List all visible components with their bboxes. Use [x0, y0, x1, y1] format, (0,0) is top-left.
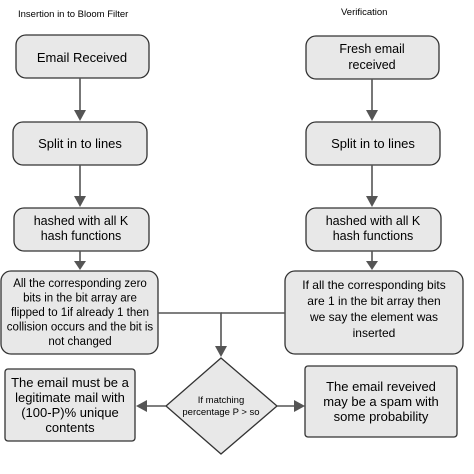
- bit-flip-node: All the corresponding zero bits in the bi…: [0, 270, 159, 355]
- connector-left-to-decision: [158, 312, 222, 348]
- decision-label-line-2: percentage P > so: [182, 407, 259, 418]
- email-received-node: Email Received: [15, 34, 150, 79]
- bit-check-label-line-3: we say the element was: [309, 310, 438, 324]
- split-lines-label-right-line-1: Split in to lines: [331, 136, 415, 151]
- split-lines-label-left: Split in to lines: [38, 136, 122, 151]
- hashed-label-right-line-2: hash functions: [333, 229, 414, 243]
- verification-header: Verification: [341, 7, 387, 18]
- arrowhead-2-right: [366, 196, 378, 207]
- bit-flip-label-line-4: collision occurs and the bit is: [7, 322, 154, 334]
- bit-check-label-line-2: are 1 in the bit array then: [307, 294, 440, 308]
- arrowhead-to-spam: [294, 400, 305, 412]
- insertion-header: Insertion in to Bloom Filter: [18, 9, 128, 20]
- bit-flip-label-line-2: bits in the bit array are: [23, 293, 137, 305]
- spam-outcome-label-line-3: some probability: [334, 409, 429, 424]
- hashed-label-left-line-2: hash functions: [41, 229, 122, 243]
- legitimate-outcome-label-line-4: contents: [45, 420, 95, 435]
- arrowhead-3-right: [366, 261, 378, 270]
- split-lines-label-left-line-1: Split in to lines: [38, 136, 122, 151]
- bit-flip-label-line-3: flipped to 1if already 1 then: [11, 307, 149, 319]
- bit-flip-label-line-1: All the corresponding zero: [13, 278, 147, 290]
- legitimate-outcome-label-line-3: (100-P)% unique: [21, 405, 119, 420]
- arrowhead-to-legitimate: [136, 400, 147, 412]
- arrowhead-3-left: [74, 261, 86, 270]
- split-lines-node-right: Split in to lines: [305, 121, 441, 166]
- spam-outcome-label-line-2: may be a spam with: [323, 394, 439, 409]
- bit-check-label-line-1: If all the corresponding bits: [302, 278, 445, 292]
- spam-outcome-label-line-1: The email reveived: [326, 379, 436, 394]
- legitimate-outcome-label-line-2: legitimate mail with: [15, 390, 125, 405]
- email-received-label-line-1: Email Received: [37, 50, 127, 65]
- arrowhead-1-left: [74, 110, 86, 121]
- decision-label-line-1: If matching: [198, 395, 244, 406]
- split-lines-node-left: Split in to lines: [12, 121, 148, 166]
- bit-flip-label-line-5: not changed: [48, 336, 111, 348]
- legitimate-outcome-label-line-1: The email must be a: [11, 375, 130, 390]
- arrowhead-into-decision: [215, 346, 227, 357]
- email-received-label: Email Received: [37, 50, 127, 65]
- bit-flip-label: All the corresponding zero bits in the bi…: [7, 278, 154, 348]
- arrowhead-2-left: [74, 196, 86, 207]
- fresh-email-label: Fresh email received: [339, 42, 404, 72]
- bit-check-label: If all the corresponding bits are 1 in th…: [302, 278, 445, 340]
- fresh-email-label-line-2: received: [348, 58, 395, 72]
- fresh-email-label-line-1: Fresh email: [339, 42, 404, 56]
- arrowhead-1-right: [366, 110, 378, 121]
- bit-check-label-line-4: inserted: [353, 326, 396, 340]
- fresh-email-node: Fresh email received: [305, 35, 440, 80]
- hashed-label-right-line-1: hashed with all K: [326, 214, 421, 228]
- hashed-label-left-line-1: hashed with all K: [34, 214, 129, 228]
- split-lines-label-right: Split in to lines: [331, 136, 415, 151]
- bit-check-node: If all the corresponding bits are 1 in th…: [284, 270, 464, 355]
